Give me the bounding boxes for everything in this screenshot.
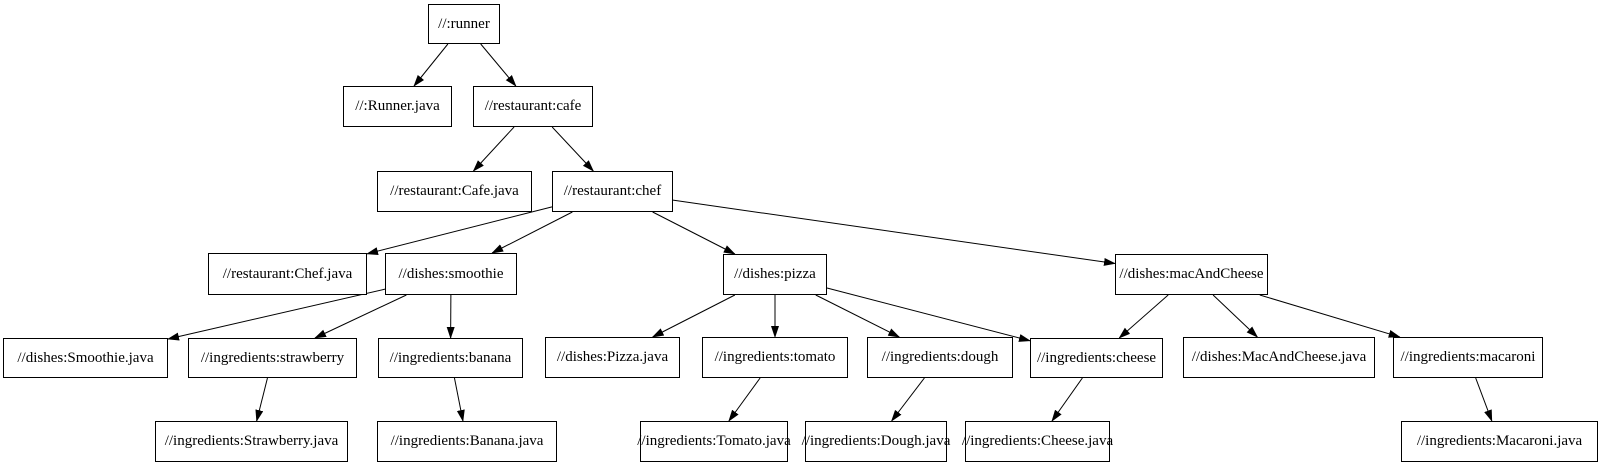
graph-node-runner: //:runner [428, 4, 500, 44]
graph-node-smoothie_java: //dishes:Smoothie.java [3, 338, 168, 378]
edge-strawberry-to-strawberry_java [255, 377, 268, 422]
edge-pizza-to-cheese [826, 287, 1031, 342]
graph-node-cafe_java: //restaurant:Cafe.java [377, 171, 532, 212]
graph-node-pizza: //dishes:pizza [723, 254, 827, 295]
graph-node-chef_java: //restaurant:Chef.java [208, 253, 367, 295]
graph-node-dough_java: //ingredients:Dough.java [802, 421, 950, 462]
edge-chef-to-smoothie [491, 211, 573, 254]
graph-node-macaroni_java: //ingredients:Macaroni.java [1401, 421, 1598, 462]
edge-cafe-to-cafe_java [472, 126, 515, 172]
edge-runner-to-runner_java [413, 43, 449, 87]
graph-node-smoothie: //dishes:smoothie [385, 253, 517, 295]
edge-macaroni-to-macaroni_java [1475, 377, 1493, 422]
edge-chef-to-chef_java [366, 206, 553, 255]
graph-node-banana_java: //ingredients:Banana.java [377, 421, 557, 462]
edge-tomato-to-tomato_java [728, 377, 761, 422]
edge-chef-to-mac_and_cheese [672, 199, 1116, 266]
edge-cafe-to-chef [551, 126, 595, 172]
edge-pizza-to-dough [815, 294, 901, 338]
edge-banana-to-banana_java [453, 377, 465, 422]
graph-node-strawberry_java: //ingredients:Strawberry.java [155, 421, 348, 462]
edge-dough-to-dough_java [891, 377, 925, 422]
graph-node-cheese: //ingredients:cheese [1030, 338, 1163, 378]
edge-smoothie-to-smoothie_java [167, 288, 386, 341]
edge-smoothie-to-strawberry [314, 294, 407, 339]
graph-node-banana: //ingredients:banana [378, 338, 523, 378]
graph-node-cheese_java: //ingredients:Cheese.java [962, 421, 1113, 462]
edge-mac_and_cheese-to-mac_and_cheese_java [1212, 294, 1259, 338]
edge-cheese-to-cheese_java [1051, 377, 1083, 422]
graph-node-mac_and_cheese: //dishes:macAndCheese [1115, 254, 1268, 295]
edge-pizza-to-pizza_java [651, 294, 736, 338]
graph-node-runner_java: //:Runner.java [343, 86, 452, 127]
graph-node-tomato_java: //ingredients:Tomato.java [637, 421, 791, 462]
edge-runner-to-cafe [480, 43, 517, 87]
graph-node-dough: //ingredients:dough [867, 337, 1013, 378]
graph-node-tomato: //ingredients:tomato [702, 337, 848, 378]
graph-node-chef: //restaurant:chef [552, 171, 673, 212]
edge-mac_and_cheese-to-macaroni [1259, 294, 1401, 338]
edge-mac_and_cheese-to-cheese [1118, 294, 1169, 339]
graph-node-cafe: //restaurant:cafe [473, 86, 593, 127]
graph-node-mac_and_cheese_java: //dishes:MacAndCheese.java [1183, 337, 1375, 378]
edge-chef-to-pizza [652, 211, 736, 255]
edges [167, 43, 1493, 422]
graph-node-pizza_java: //dishes:Pizza.java [545, 337, 680, 378]
graph-node-strawberry: //ingredients:strawberry [188, 338, 357, 378]
graph-node-macaroni: //ingredients:macaroni [1393, 337, 1543, 378]
